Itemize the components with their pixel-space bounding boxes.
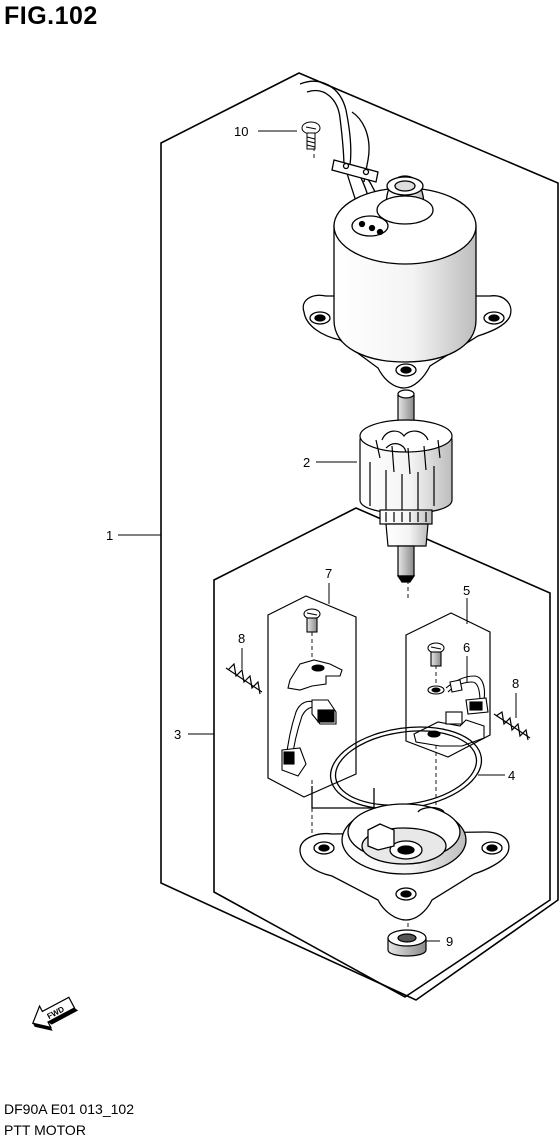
figure-caption: PTT MOTOR	[4, 1122, 86, 1138]
callout-6: 6	[463, 640, 470, 655]
screw-10	[301, 121, 321, 150]
callout-8-left: 8	[238, 631, 245, 646]
callout-5: 5	[463, 583, 470, 598]
callout-9: 9	[446, 934, 453, 949]
callout-8-right: 8	[512, 676, 519, 691]
base-cover	[299, 803, 510, 921]
spring-left	[225, 662, 263, 695]
callout-3: 3	[174, 727, 181, 742]
fwd-arrow: FWD	[31, 996, 79, 1031]
callout-10: 10	[234, 124, 248, 139]
subassembly-box-5	[405, 612, 491, 758]
callout-1: 1	[106, 528, 113, 543]
bushing	[387, 929, 427, 957]
brush-holder-right	[413, 642, 489, 747]
callout-2: 2	[303, 455, 310, 470]
subassembly-box-7	[267, 595, 357, 798]
callout-7: 7	[325, 566, 332, 581]
figure-code: DF90A E01 013_102	[4, 1101, 134, 1117]
figure-title: FIG.102	[4, 2, 98, 30]
callout-4: 4	[508, 768, 515, 783]
assembly-outline-1	[160, 72, 559, 1001]
armature	[359, 389, 453, 583]
brush-holder-left	[281, 608, 343, 777]
leader-lines	[118, 130, 517, 942]
spring-right	[493, 710, 531, 741]
motor-housing	[299, 80, 512, 389]
assembly-outline-3	[213, 507, 551, 998]
